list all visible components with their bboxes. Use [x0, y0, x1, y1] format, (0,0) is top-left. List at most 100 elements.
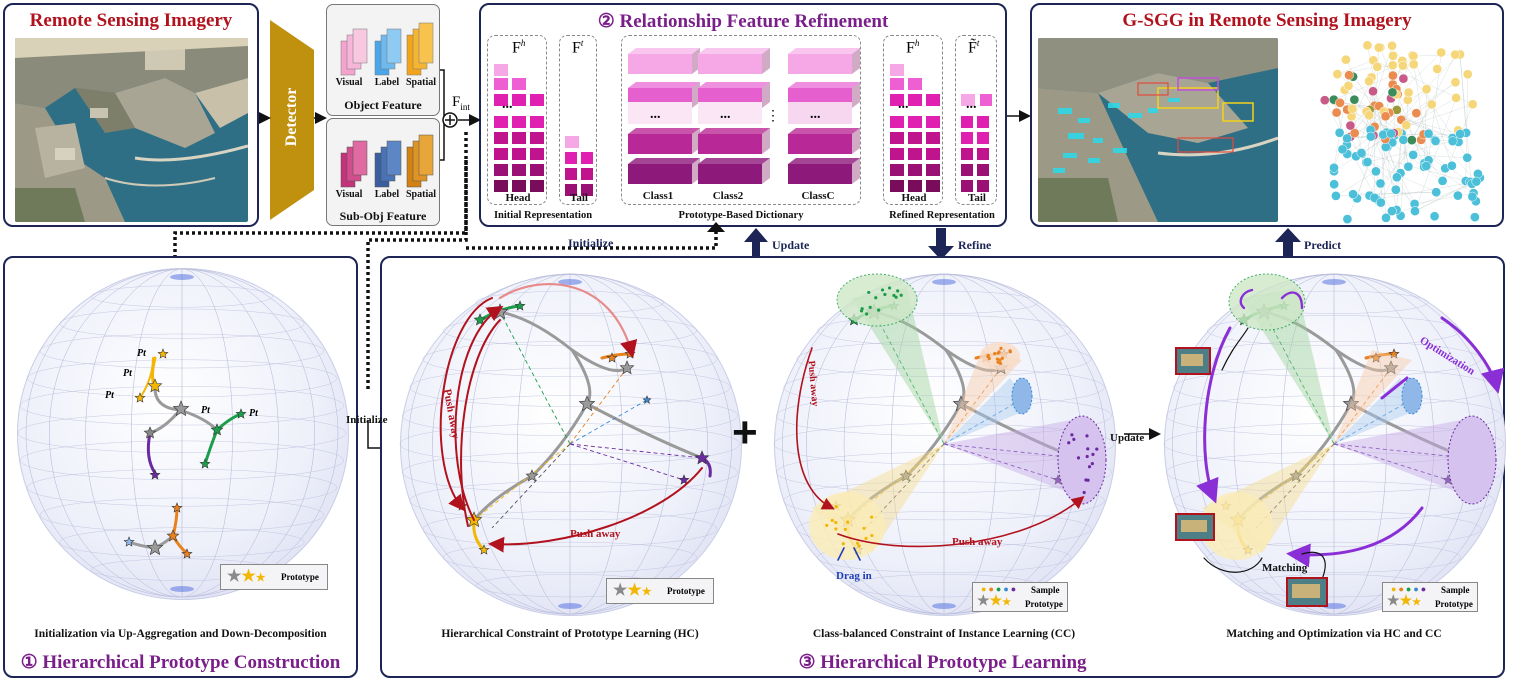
prototype-block	[788, 164, 852, 184]
feature-cell	[581, 152, 593, 164]
cone-violet	[944, 418, 1082, 498]
prototype-block-top	[788, 158, 860, 164]
graph-edge	[1424, 89, 1427, 164]
prototype-block-side	[762, 128, 770, 154]
graph-node	[1348, 189, 1358, 200]
graph-node	[1349, 128, 1360, 138]
sphere-parallel	[783, 481, 1105, 521]
sphere-parallel	[796, 511, 1092, 547]
subobj-visual-stack-icon	[340, 140, 368, 188]
cluster-blue	[1401, 377, 1423, 415]
graph-node	[1450, 77, 1461, 88]
label-stack-icon	[374, 28, 402, 76]
hpc-legend-label: Prototype	[281, 572, 319, 582]
graph-node	[1332, 69, 1343, 79]
graph-node	[1364, 76, 1374, 87]
cc-caption: Class-balanced Constraint of Instance Le…	[812, 628, 1076, 640]
initial-representation-label: Initial Representation	[493, 210, 593, 221]
graph-edge	[1337, 60, 1374, 75]
matched-patch-object	[1181, 520, 1207, 532]
prototype-label: Pt	[137, 348, 147, 359]
graph-node	[1365, 131, 1376, 142]
prototype-star	[166, 529, 180, 542]
graph-edge	[1337, 66, 1378, 75]
dots-label: ...	[502, 97, 513, 112]
initial-head-box: Fh ... Head	[487, 35, 547, 205]
graph-node	[1387, 87, 1398, 98]
prototype-star	[149, 469, 161, 480]
matching-label: Matching	[1262, 562, 1308, 574]
sample-dot	[883, 292, 887, 297]
sphere-parallel	[773, 423, 1115, 465]
graph-node	[1401, 120, 1412, 131]
prototype-star	[514, 300, 526, 311]
feature-cell	[494, 64, 508, 76]
initial-head-header: Fh	[512, 38, 525, 57]
prototype-block-side	[852, 82, 860, 108]
prototype-label: Pt	[201, 405, 211, 416]
sphere-pole	[932, 603, 956, 609]
sphere-meridian	[408, 273, 732, 615]
sample-dot	[894, 295, 898, 299]
sphere-parallel	[20, 386, 344, 426]
prototype-star	[146, 539, 164, 556]
plus-sign: +	[732, 408, 758, 457]
graph-edge	[1413, 154, 1468, 158]
predict-label: Predict	[1304, 238, 1342, 252]
projection-line	[569, 443, 685, 481]
projection-line	[1333, 367, 1392, 445]
branch-green	[203, 428, 219, 466]
prototype-star	[606, 352, 618, 363]
graph-node	[1429, 211, 1440, 222]
object-feature-box: Visual Label Spatial Object Feature	[326, 4, 440, 116]
graph-node	[1329, 162, 1339, 173]
mo-sphere	[1164, 274, 1506, 616]
feature-cell	[512, 132, 526, 144]
hc-caption: Hierarchical Constraint of Prototype Lea…	[441, 628, 699, 640]
feature-cell	[908, 116, 922, 128]
branch-green	[215, 412, 243, 432]
graph-node	[1451, 93, 1461, 103]
predict-arrow-up	[1275, 228, 1301, 256]
graph-node	[1471, 176, 1482, 187]
sample-dot	[1072, 437, 1076, 441]
refined-head-box: Fh ... Head	[883, 35, 943, 205]
graph-node	[1362, 157, 1373, 167]
graph-edge	[1380, 47, 1425, 167]
graph-node	[1462, 152, 1473, 163]
sphere-parallel	[402, 395, 738, 436]
optimization-arrow	[1440, 316, 1505, 394]
sample-dot	[986, 354, 990, 358]
initial-head-label: Head	[505, 192, 531, 204]
sphere-parallel	[817, 541, 1071, 573]
prototype-star	[1370, 352, 1382, 363]
refined-head-grid: ...	[890, 64, 940, 192]
sphere-meridian	[782, 273, 1106, 615]
sample-dot	[899, 293, 903, 297]
object-feature-graphic	[340, 22, 434, 76]
mo-caption: Matching and Optimization via HC and CC	[1226, 628, 1442, 640]
object-spatial-label: Spatial	[405, 77, 436, 88]
graph-node	[1380, 111, 1391, 122]
graph-node	[1392, 172, 1402, 183]
prototype-star	[143, 426, 157, 439]
graph-node	[1371, 166, 1381, 177]
feature-cell	[890, 64, 904, 76]
branch-gray	[178, 408, 219, 432]
subobj-spatial-label: Spatial	[405, 189, 436, 200]
feature-cell	[961, 148, 973, 160]
sample-dot	[846, 520, 850, 524]
feature-cell	[890, 164, 904, 176]
feature-cell	[530, 180, 544, 192]
graph-node	[1403, 87, 1414, 98]
prototype-star	[172, 400, 190, 417]
sample-dot	[996, 351, 1000, 355]
prototype-star	[210, 423, 224, 436]
sphere-parallel	[776, 452, 1112, 493]
subobj-spatial-stack-icon	[406, 134, 434, 188]
prototype-block	[628, 54, 692, 74]
matched-patch-object	[1181, 354, 1203, 366]
concat-circle	[442, 112, 458, 128]
sphere-parallel	[20, 440, 344, 480]
graph-node	[1334, 127, 1345, 138]
